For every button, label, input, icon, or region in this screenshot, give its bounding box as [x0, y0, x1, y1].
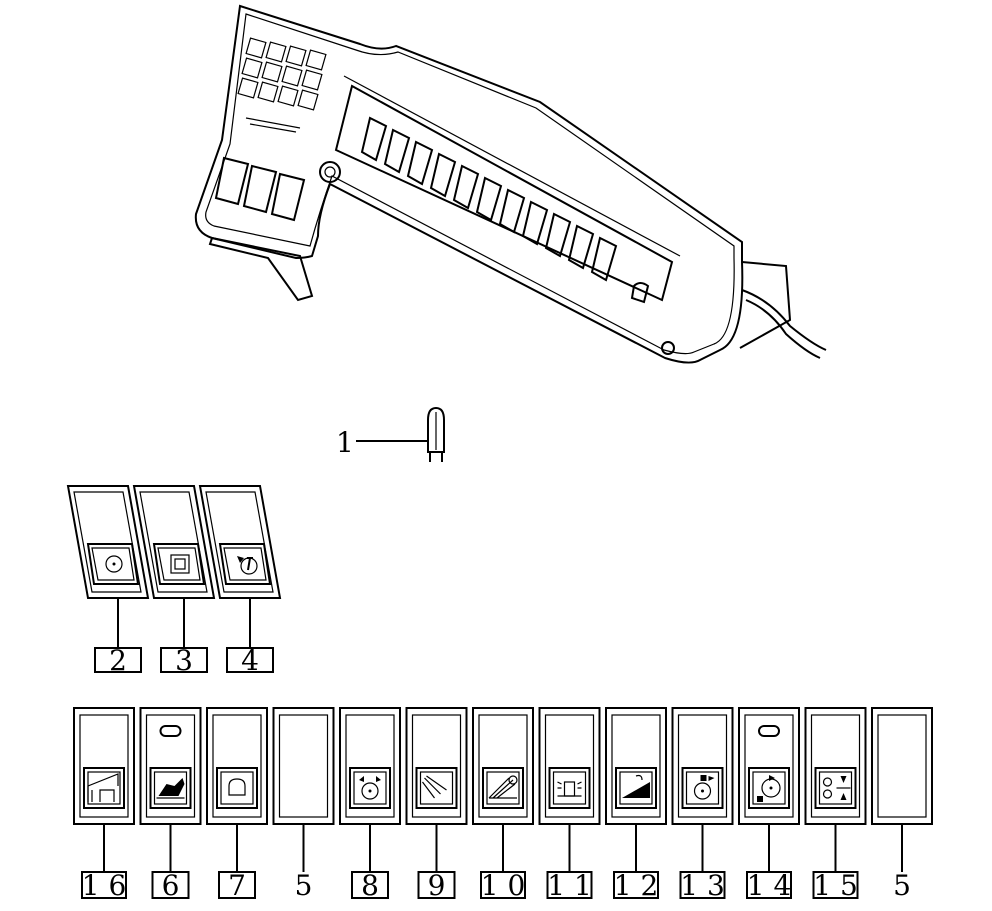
switch-label: 1 1 — [547, 869, 592, 902]
indicator-lamp — [758, 725, 780, 737]
label-box — [546, 871, 593, 899]
lower-switch: 8 — [339, 707, 401, 902]
label-box — [480, 871, 526, 899]
switch-label: 7 — [228, 869, 246, 902]
switch-label: 1 0 — [481, 869, 526, 902]
label-box — [81, 871, 127, 899]
upper-switch: 4 — [198, 485, 282, 677]
switch-label: 3 — [175, 644, 193, 677]
icon-window — [349, 767, 391, 809]
label-box — [746, 871, 792, 899]
lower-switch: 5 — [272, 707, 335, 902]
lower-switch: 1 0 — [472, 707, 534, 902]
label-box — [417, 871, 456, 899]
lower-switch: 1 3 — [671, 707, 734, 902]
indicator-lamp — [159, 725, 182, 737]
lower-switch: 1 4 — [738, 707, 800, 902]
label-box — [160, 647, 208, 673]
icon-window — [152, 543, 206, 585]
lower-switch-row: 1 6 6 7 5 8 9 1 0 1 1 1 2 1 3 1 4 1 5 5 — [73, 707, 933, 902]
switch-housing — [871, 707, 933, 825]
arrow-lever-icon — [237, 556, 258, 575]
lower-switch: 1 6 — [73, 707, 135, 902]
label-box — [812, 871, 859, 899]
spray-icon — [488, 775, 518, 799]
switch-housing — [66, 485, 150, 599]
label-box — [351, 871, 389, 899]
switch-label: 2 — [109, 644, 127, 677]
icon-window — [216, 767, 258, 809]
keypad-grid — [237, 37, 327, 133]
ladder-ramp-icon — [87, 773, 119, 802]
label-box — [94, 647, 142, 673]
lower-switch: 1 2 — [605, 707, 667, 902]
icon-window — [83, 767, 125, 809]
icon-window — [814, 767, 857, 809]
switch-label: 1 6 — [82, 869, 127, 902]
icon-window — [482, 767, 524, 809]
icon-window — [615, 767, 657, 809]
square-frame-icon — [170, 554, 190, 574]
control-console-drawing — [194, 4, 827, 364]
bulb-icon — [427, 406, 445, 462]
switch-label: 8 — [361, 869, 379, 902]
callout-label: 1 — [336, 426, 354, 459]
lower-switch: 6 — [139, 707, 202, 902]
bulb-callout: 1 — [336, 406, 445, 462]
icon-window — [149, 767, 192, 809]
slope-icon — [622, 774, 650, 798]
icon-window — [218, 543, 272, 585]
switch-label: 1 5 — [813, 869, 858, 902]
switch-label: 1 3 — [680, 869, 725, 902]
flow-dot-icon — [693, 775, 715, 800]
icon-window — [86, 543, 140, 585]
split-arrows-icon — [822, 776, 851, 800]
label-box — [679, 871, 726, 899]
hazard-light-icon — [557, 781, 582, 797]
icon-window — [681, 767, 724, 809]
icon-window — [415, 767, 458, 809]
icon-window — [548, 767, 591, 809]
upper-switch-group: 2 3 4 — [66, 485, 282, 677]
switch-housing — [272, 707, 335, 825]
lower-switch: 5 — [871, 707, 933, 902]
upper-switch: 3 — [132, 485, 216, 677]
upper-rocker-group — [214, 156, 306, 222]
label-box — [613, 871, 659, 899]
switch-label: 9 — [428, 869, 446, 902]
switch-housing — [198, 485, 282, 599]
circle-dot-icon — [105, 555, 123, 573]
switch-label: 6 — [162, 869, 180, 902]
tractor-tilt-icon — [156, 778, 185, 799]
switch-label: 1 2 — [614, 869, 659, 902]
lower-switch: 9 — [405, 707, 468, 902]
switch-label: 4 — [241, 644, 259, 677]
lower-switch: 1 5 — [804, 707, 867, 902]
switch-housing — [132, 485, 216, 599]
label-box — [226, 647, 274, 673]
rotation-dot-icon — [757, 775, 781, 802]
lower-switch: 1 1 — [538, 707, 601, 902]
switch-label: 1 4 — [747, 869, 792, 902]
switch-label: 5 — [893, 869, 911, 902]
icon-window — [748, 767, 790, 809]
switch-label: 5 — [295, 869, 313, 902]
lower-switch: 7 — [206, 707, 268, 902]
work-light-icon — [422, 775, 447, 799]
arch-icon — [228, 778, 246, 796]
label-box — [218, 871, 256, 899]
upper-switch: 2 — [66, 485, 150, 677]
lower-rocker-row — [360, 116, 618, 282]
label-box — [151, 871, 190, 899]
rotating-beacon-icon — [359, 776, 381, 800]
